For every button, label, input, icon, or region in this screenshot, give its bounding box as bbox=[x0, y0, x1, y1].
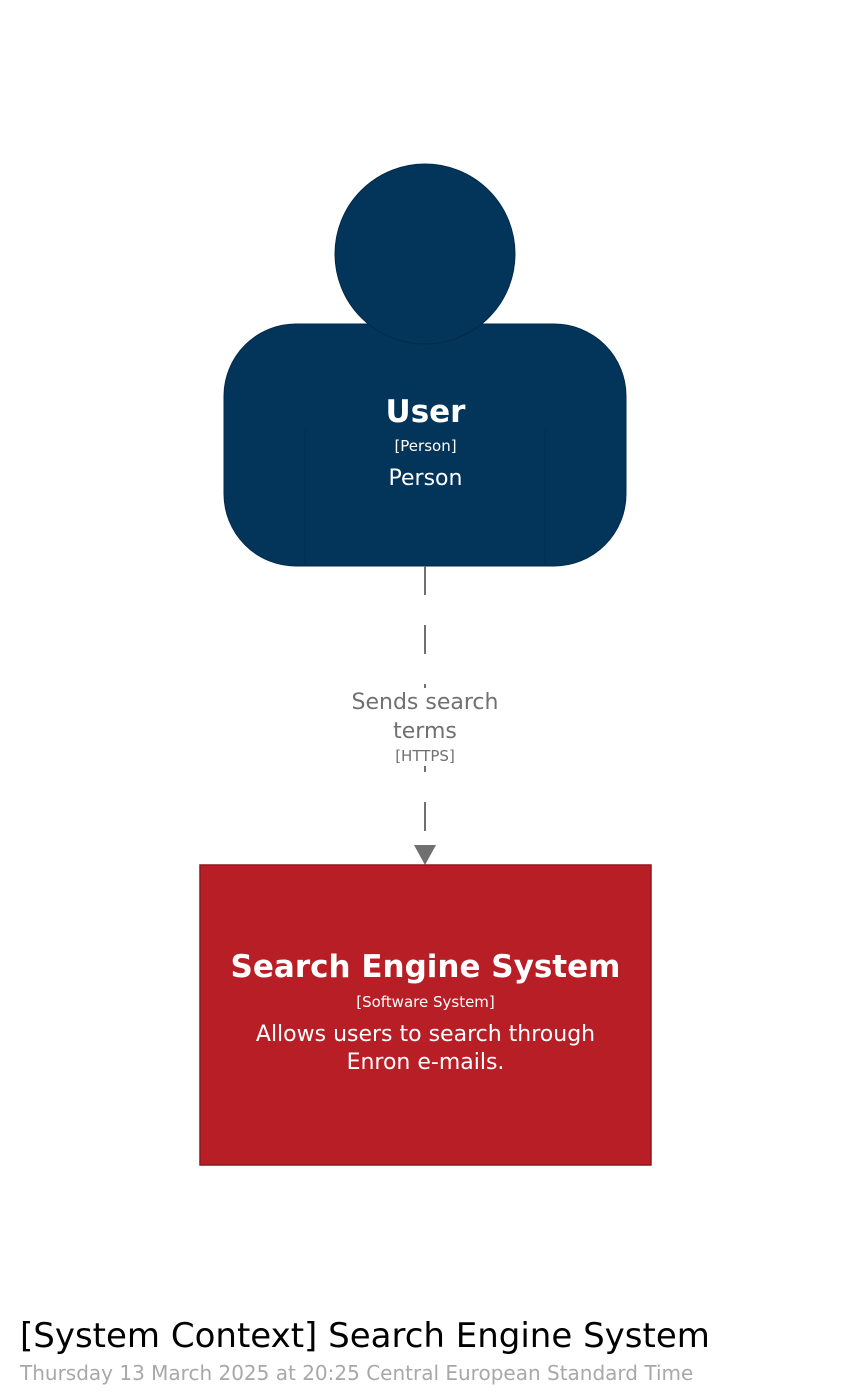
diagram-timestamp: Thursday 13 March 2025 at 20:25 Central … bbox=[20, 1361, 694, 1385]
person-user[interactable] bbox=[223, 163, 627, 567]
person-name: User bbox=[385, 394, 466, 430]
software-system-description: Allows users to search through Enron e-m… bbox=[255, 1022, 596, 1075]
person-head bbox=[334, 163, 516, 345]
arrowhead bbox=[414, 845, 436, 865]
software-system-name: Search Engine System bbox=[230, 949, 621, 985]
diagram-title: [System Context] Search Engine System bbox=[20, 1316, 710, 1356]
relationship-technology: [HTTPS] bbox=[335, 746, 515, 766]
software-system-type: [Software System] bbox=[356, 993, 495, 1011]
software-system-box[interactable] bbox=[199, 864, 652, 1166]
person-description: Person bbox=[388, 466, 463, 491]
person-type: [Person] bbox=[394, 437, 457, 455]
relationship-label: Sends search terms bbox=[335, 688, 515, 746]
